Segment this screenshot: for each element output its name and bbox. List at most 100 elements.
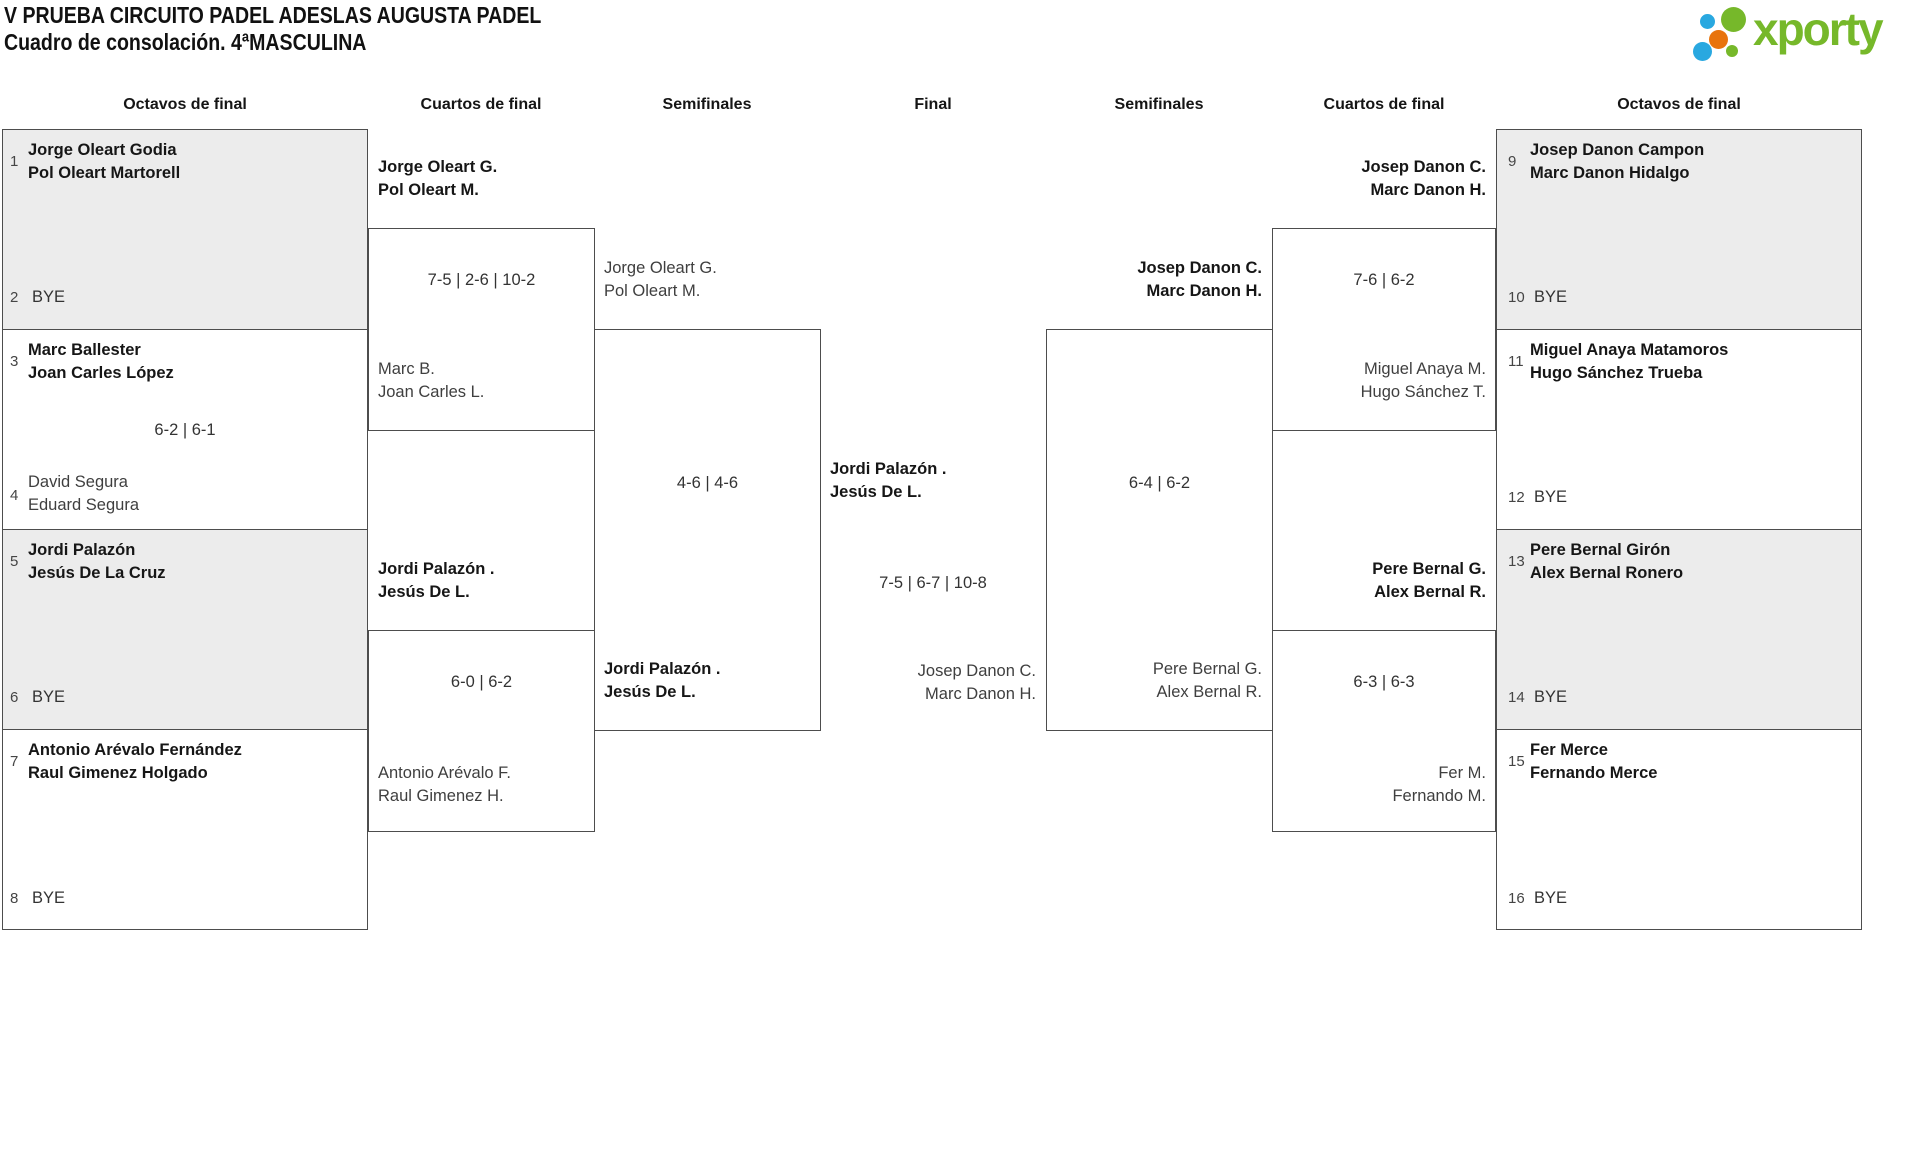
- xporty-logo[interactable]: xporty: [1690, 0, 1920, 75]
- semifinal-left-participant-top[interactable]: Jorge Oleart G. Pol Oleart M.: [604, 257, 717, 303]
- match-box-cuartos-left-2: [368, 630, 595, 832]
- team-entry-13[interactable]: Pere Bernal Girón Alex Bernal Ronero: [1530, 539, 1683, 585]
- bye-entry-14: 14 BYE: [1508, 688, 1567, 707]
- team-7-player-2: Raul Gimenez Holgado: [28, 764, 208, 782]
- player-line: Pere Bernal G.: [1372, 560, 1486, 578]
- score-cuartos-left-2: 6-0 | 6-2: [450, 673, 513, 691]
- round-header-final: Final: [914, 96, 952, 113]
- round-header-semis-left: Semifinales: [662, 96, 752, 113]
- team-entry-7[interactable]: Antonio Arévalo Fernández Raul Gimenez H…: [28, 739, 242, 785]
- round-header-octavos-right: Octavos de final: [1617, 96, 1741, 113]
- logo-dot-green-small: [1726, 45, 1738, 57]
- seed-1: 1: [10, 153, 19, 170]
- player-line: Joan Carles L.: [378, 383, 485, 401]
- team-1-player-1: Jorge Oleart Godia: [28, 141, 177, 159]
- player-line: Josep Danon C.: [1361, 158, 1486, 176]
- bye-label-8: BYE: [32, 889, 66, 907]
- score-cuartos-left-1: 7-5 | 2-6 | 10-2: [427, 271, 536, 289]
- cuartos-left-1-winner-top[interactable]: Jorge Oleart G. Pol Oleart M.: [378, 156, 497, 202]
- score-final: 7-5 | 6-7 | 10-8: [879, 574, 987, 592]
- player-line: Marc Danon H.: [1370, 181, 1486, 199]
- team-11-player-2: Hugo Sánchez Trueba: [1530, 364, 1703, 382]
- bye-label-14: BYE: [1534, 688, 1568, 706]
- seed-11: 11: [1508, 353, 1524, 370]
- team-15-player-1: Fer Merce: [1530, 741, 1608, 759]
- final-participant-left[interactable]: Jordi Palazón . Jesús De L.: [830, 458, 946, 504]
- team-entry-4[interactable]: David Segura Eduard Segura: [28, 471, 139, 517]
- match-box-octavos-left-4: [2, 729, 368, 930]
- player-line: Antonio Arévalo F.: [378, 764, 511, 782]
- team-11-player-1: Miguel Anaya Matamoros: [1530, 341, 1729, 359]
- player-line: Jorge Oleart G.: [378, 158, 498, 176]
- bye-entry-12: 12 BYE: [1508, 488, 1567, 507]
- round-header-semis-right: Semifinales: [1114, 96, 1204, 113]
- team-entry-11[interactable]: Miguel Anaya Matamoros Hugo Sánchez True…: [1530, 339, 1728, 385]
- player-line: Pol Oleart M.: [604, 282, 701, 300]
- seed-4: 4: [10, 487, 19, 504]
- team-entry-3[interactable]: Marc Ballester Joan Carles López: [28, 339, 174, 385]
- cuartos-right-1-winner-top[interactable]: Josep Danon C. Marc Danon H.: [1272, 156, 1486, 202]
- logo-dot-green-large: [1721, 7, 1746, 32]
- match-box-semifinal-right: [1046, 329, 1273, 731]
- logo-dot-orange: [1709, 30, 1728, 49]
- team-13-player-1: Pere Bernal Girón: [1530, 541, 1671, 559]
- player-line: Hugo Sánchez T.: [1360, 383, 1486, 401]
- team-5-player-2: Jesús De La Cruz: [28, 564, 166, 582]
- team-entry-1[interactable]: Jorge Oleart Godia Pol Oleart Martorell: [28, 139, 180, 185]
- team-15-player-2: Fernando Merce: [1530, 764, 1658, 782]
- player-line: Miguel Anaya M.: [1364, 360, 1486, 378]
- player-line: Jordi Palazón .: [378, 560, 495, 578]
- team-entry-5[interactable]: Jordi Palazón Jesús De La Cruz: [28, 539, 166, 585]
- seed-14: 14: [1508, 689, 1525, 706]
- match-box-octavos-right-1: [1496, 129, 1862, 330]
- round-header-octavos-left: Octavos de final: [123, 96, 247, 113]
- cuartos-right-1-loser-bottom[interactable]: Miguel Anaya M. Hugo Sánchez T.: [1272, 358, 1486, 404]
- seed-12: 12: [1508, 489, 1525, 506]
- final-participant-right[interactable]: Josep Danon C. Marc Danon H.: [820, 660, 1036, 706]
- seed-8: 8: [10, 890, 19, 907]
- score-cuartos-right-1: 7-6 | 6-2: [1353, 271, 1415, 289]
- bye-label-12: BYE: [1534, 488, 1568, 506]
- team-3-player-2: Joan Carles López: [28, 364, 174, 382]
- player-line: Fer M.: [1438, 764, 1486, 782]
- logo-dot-blue-small: [1700, 14, 1715, 29]
- cuartos-left-2-loser-bottom[interactable]: Antonio Arévalo F. Raul Gimenez H.: [378, 762, 511, 808]
- player-line: Josep Danon C.: [1137, 259, 1262, 277]
- team-entry-9[interactable]: Josep Danon Campon Marc Danon Hidalgo: [1530, 139, 1704, 185]
- seed-15: 15: [1508, 753, 1525, 770]
- score-cuartos-right-2: 6-3 | 6-3: [1353, 673, 1415, 691]
- match-box-octavos-right-4: [1496, 729, 1862, 930]
- player-line: Alex Bernal R.: [1156, 683, 1262, 701]
- seed-7: 7: [10, 753, 19, 770]
- semifinal-left-participant-bottom[interactable]: Jordi Palazón . Jesús De L.: [604, 658, 720, 704]
- cuartos-right-2-loser-bottom[interactable]: Fer M. Fernando M.: [1272, 762, 1486, 808]
- score-octavos-left-match-2: 6-2 | 6-1: [154, 421, 216, 439]
- bye-label-2: BYE: [32, 288, 66, 306]
- team-9-player-1: Josep Danon Campon: [1530, 141, 1705, 159]
- seed-9: 9: [1508, 153, 1517, 170]
- cuartos-right-2-winner-top[interactable]: Pere Bernal G. Alex Bernal R.: [1272, 558, 1486, 604]
- bye-label-6: BYE: [32, 688, 66, 706]
- semifinal-right-participant-bottom[interactable]: Pere Bernal G. Alex Bernal R.: [1046, 658, 1262, 704]
- player-line: Jesús De L.: [604, 683, 696, 701]
- bracket-subtitle: Cuadro de consolación. 4ªMASCULINA: [4, 29, 367, 55]
- player-line: Marc Danon H.: [1146, 282, 1262, 300]
- team-9-player-2: Marc Danon Hidalgo: [1530, 164, 1690, 182]
- match-box-octavos-right-3: [1496, 529, 1862, 730]
- match-box-octavos-left-1: [2, 129, 368, 330]
- semifinal-right-participant-top[interactable]: Josep Danon C. Marc Danon H.: [1046, 257, 1262, 303]
- match-box-octavos-left-3: [2, 529, 368, 730]
- cuartos-left-2-winner-top[interactable]: Jordi Palazón . Jesús De L.: [378, 558, 494, 604]
- team-1-player-2: Pol Oleart Martorell: [28, 164, 181, 182]
- tournament-title: V PRUEBA CIRCUITO PADEL ADESLAS AUGUSTA …: [4, 2, 542, 28]
- team-7-player-1: Antonio Arévalo Fernández: [28, 741, 242, 759]
- team-4-player-1: David Segura: [28, 473, 128, 491]
- team-13-player-2: Alex Bernal Ronero: [1530, 564, 1684, 582]
- team-3-player-1: Marc Ballester: [28, 341, 141, 359]
- team-entry-15[interactable]: Fer Merce Fernando Merce: [1530, 739, 1657, 785]
- player-line: Fernando M.: [1392, 787, 1486, 805]
- match-box-semifinal-left: [594, 329, 821, 731]
- cuartos-left-1-loser-bottom[interactable]: Marc B. Joan Carles L.: [378, 358, 484, 404]
